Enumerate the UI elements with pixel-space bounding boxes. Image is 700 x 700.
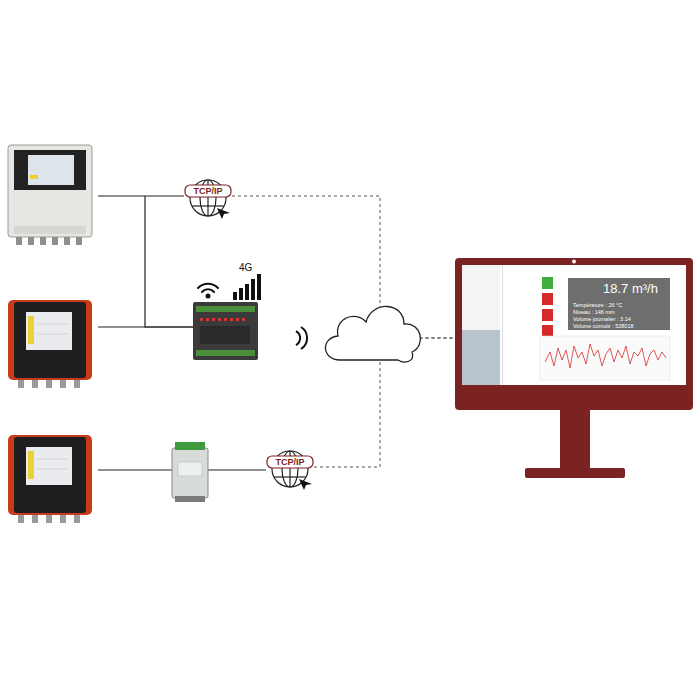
dashboard-monitor: 18.7 m³/hTempérature : 26 °CNiveau : 146… [455,258,693,410]
wire [98,326,193,327]
cursor-arrow [217,208,230,219]
text-banner [185,185,231,197]
text-banner [267,456,313,468]
globe-icon [266,443,314,491]
reading-line: Volume cumulé : 528018 [573,323,634,329]
wire [208,469,266,470]
reading-line: Volume journalier : 3.14 [573,316,631,322]
reading-line: Température : 26 °C [573,302,622,308]
meter-device [8,435,92,523]
monitor [455,258,693,478]
protocol-label: TCP/IP [184,186,232,196]
wifi-symbol [198,284,218,298]
tcpip-globe: TCP/IP [184,172,232,220]
din-module [172,442,208,502]
flow-value: 18.7 m³/h [603,282,658,296]
wire [98,195,184,196]
controller-device [8,145,92,245]
protocol-label: TCP/IP [266,457,314,467]
wires [98,196,266,470]
network-link [232,196,455,338]
wire [145,196,193,327]
globe-icon [184,172,232,220]
cloud-symbol [325,306,420,361]
network-label: 4G [239,262,252,273]
gateway-device [193,302,258,360]
tcpip-globe: TCP/IP [266,443,314,491]
radio-waves [296,327,307,349]
signal-bars [233,274,261,300]
cursor-arrow [299,479,312,490]
reading-line: Niveau : 146 mm [573,309,615,315]
meter-device [8,300,92,388]
wire [98,469,172,470]
